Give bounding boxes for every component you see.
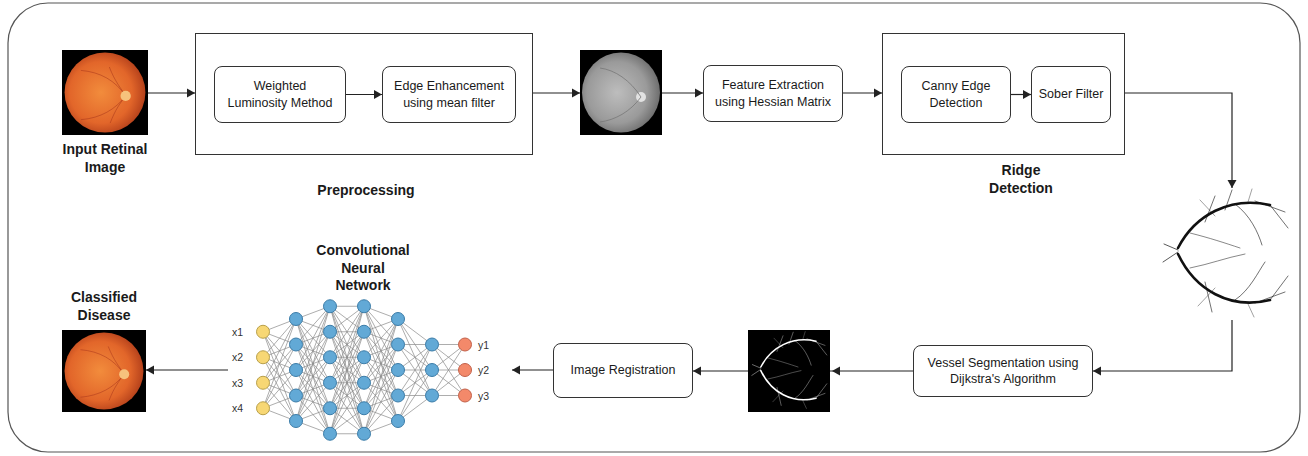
process-box: Weighted Luminosity Method [214,66,346,123]
node-label: x2 [232,350,243,364]
process-box: Feature Extraction using Hessian Matrix [703,65,843,122]
arrow-head [572,89,580,98]
network-heading: Convolutional Neural Network [316,242,409,295]
box-label: Image Registration [571,362,676,378]
arrow-head [832,367,840,376]
arrow-head [1228,180,1237,188]
flow-arrow [843,89,882,98]
image-caption: Classified Disease [71,289,137,324]
retina-photo [62,330,146,412]
image-caption: Input Retinal Image [50,141,160,176]
segmented-vessels [748,330,830,412]
box-label: Sober Filter [1039,86,1104,102]
neural-network: Convolutional Neural Network x1 x2 x3 x4 y1 y2… [228,238,512,448]
stage-group: Ridge DetectionCanny Edge DetectionSober… [882,33,1125,155]
node-label: x1 [232,325,243,339]
retina-image: Classified Disease [62,330,146,412]
process-box: Edge Enhancement using mean filter [382,66,516,123]
box-label: Feature Extraction using Hessian Matrix [712,77,834,110]
box-label: Weighted Luminosity Method [223,78,337,111]
process-box: Vessel Segmentation using Dijkstra's Alg… [913,345,1093,397]
flow-arrow [346,90,382,99]
process-box: Canny Edge Detection [901,66,1011,123]
node-label: y2 [478,363,489,377]
retina-image: Input Retinal Image [62,50,148,135]
node-label: y3 [478,389,489,403]
process-box: Image Registration [553,343,693,398]
stage-heading: Ridge Detection [989,162,1053,197]
stage-group: PreprocessingWeighted Luminosity MethodE… [195,33,533,155]
box-label: Edge Enhancement using mean filter [390,78,508,111]
node-label: y1 [478,338,489,352]
process-box: Sober Filter [1031,66,1111,123]
node-label: x4 [232,401,243,415]
grayscale-retina [580,50,662,135]
vessel-tree [1160,188,1292,320]
flow-arrow [148,89,195,98]
node-label: x3 [232,376,243,390]
box-label: Vessel Segmentation using Dijkstra's Alg… [922,355,1084,388]
retina-photo [62,50,148,135]
flow-arrow [146,366,228,375]
stage-heading: Preprocessing [317,182,414,200]
outer-frame [8,3,1300,452]
box-label: Canny Edge Detection [910,78,1002,111]
flow-arrow [1011,90,1031,99]
flow-arrow [512,366,553,375]
